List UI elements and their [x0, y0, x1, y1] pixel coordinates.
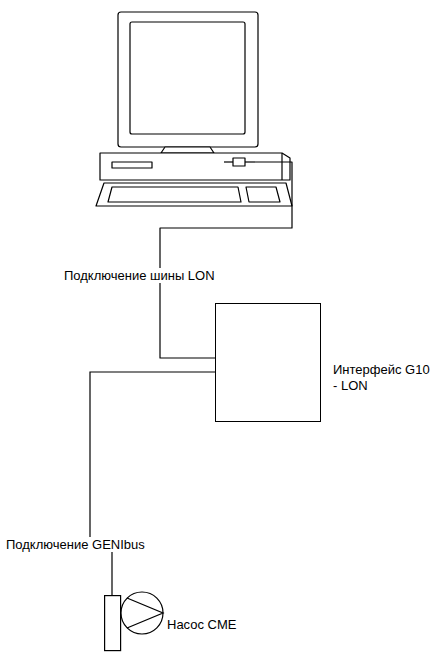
pump-symbol: Насос CME	[104, 595, 164, 652]
pump-label: Насос CME	[167, 617, 237, 633]
connection-label: Подключение шины LON	[62, 268, 217, 283]
genibus-wire	[90, 372, 215, 595]
monitor	[118, 12, 258, 147]
screen	[130, 22, 245, 134]
pump-drawing	[104, 595, 166, 652]
keyboard	[96, 183, 292, 206]
unit-edge	[281, 153, 282, 180]
keyboard-keys	[108, 187, 241, 202]
system-unit	[100, 153, 290, 180]
connection-label: Подключение GENIbus	[4, 537, 147, 552]
port-symbol	[233, 158, 245, 166]
motor-box	[105, 596, 121, 651]
pump-circle	[121, 592, 163, 634]
interface-box: Интерфейс G10 - LON	[215, 303, 321, 422]
pump-chevron	[127, 598, 163, 628]
keyboard-keys	[246, 187, 280, 202]
interface-label: Интерфейс G10 - LON	[333, 362, 433, 393]
monitor-stand	[161, 147, 214, 153]
drive-slot	[112, 162, 152, 168]
